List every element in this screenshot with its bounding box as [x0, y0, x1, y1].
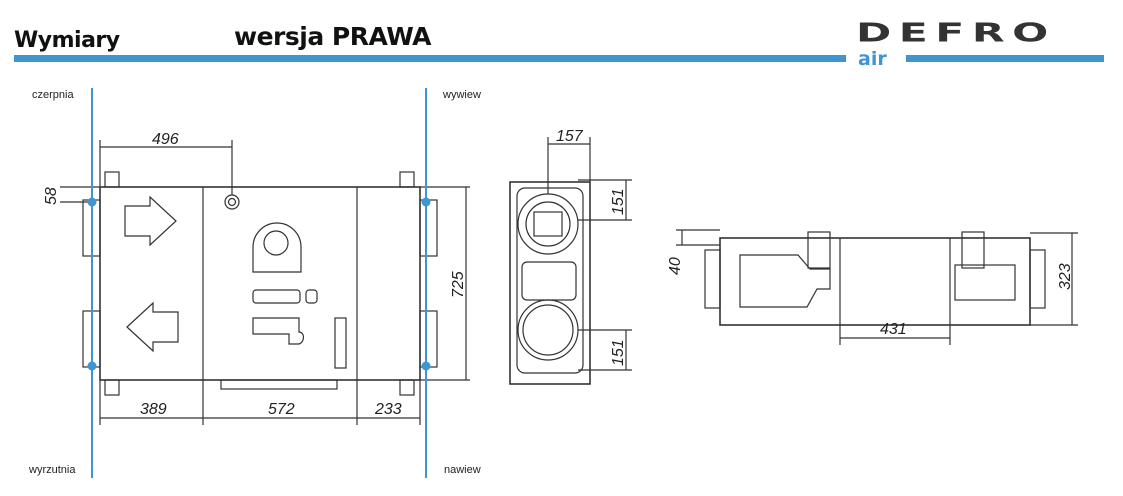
version-title: wersja PRAWA: [234, 22, 432, 51]
label-czerpnia: czerpnia: [32, 89, 74, 101]
header-divider-right: [906, 55, 1104, 62]
dim-151-bottom: 151: [610, 339, 627, 366]
label-wyrzutnia: wyrzutnia: [29, 464, 76, 476]
brand-logo-sub: air: [858, 48, 887, 70]
rear-view: [676, 229, 1078, 345]
side-view: [509, 137, 632, 385]
main-view: [60, 140, 470, 425]
dim-389: 389: [140, 401, 167, 418]
brand-logo: DEFRO: [856, 18, 1056, 48]
header-divider: [14, 55, 846, 62]
label-nawiew: nawiew: [444, 464, 481, 476]
dim-58: 58: [43, 187, 60, 205]
label-wywiew: wywiew: [443, 89, 481, 101]
dim-151-top: 151: [610, 188, 627, 215]
connection-markers: [87, 88, 431, 478]
dim-233: 233: [374, 401, 402, 418]
dim-496: 496: [152, 131, 179, 148]
dim-431: 431: [880, 321, 907, 338]
dim-323: 323: [1057, 263, 1074, 290]
dim-157: 157: [556, 128, 584, 145]
dim-725: 725: [450, 271, 467, 298]
dim-572: 572: [268, 401, 295, 418]
dim-40: 40: [667, 257, 684, 275]
page-title: Wymiary: [14, 28, 120, 53]
